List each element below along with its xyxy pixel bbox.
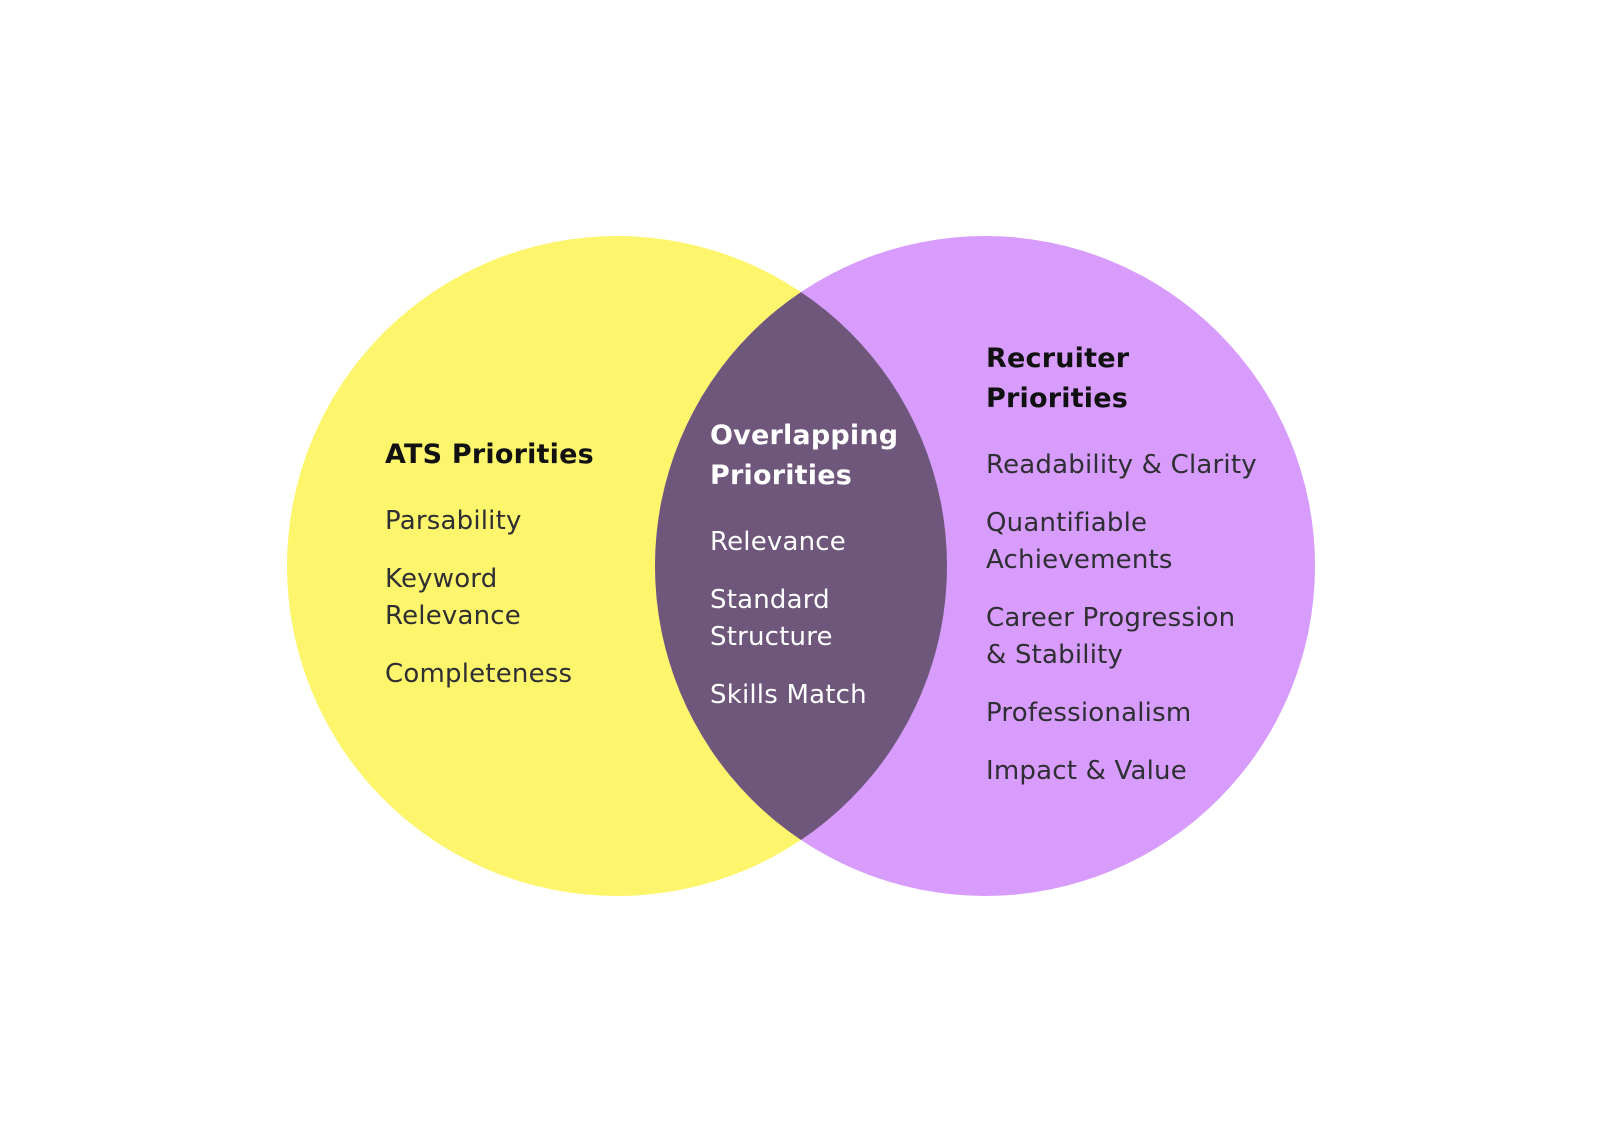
ats-priorities-list: Parsability Keyword Relevance Completene… [385, 503, 615, 693]
list-item: Professionalism [986, 698, 1192, 728]
list-item: Keyword Relevance [385, 564, 522, 631]
recruiter-priorities-list: Readability & Clarity Quantifiable Achie… [986, 447, 1276, 790]
list-item: Impact & Value [986, 756, 1187, 786]
ats-priorities-group: ATS Priorities Parsability Keyword Relev… [385, 435, 615, 693]
list-item: Readability & Clarity [986, 450, 1257, 480]
overlap-lens [655, 236, 947, 896]
list-item: Standard Structure [710, 585, 833, 652]
recruiter-priorities-group: Recruiter Priorities Readability & Clari… [986, 339, 1276, 790]
list-item: Career Progression & Stability [986, 603, 1236, 670]
overlapping-priorities-group: Overlapping Priorities Relevance Standar… [710, 416, 940, 714]
recruiter-priorities-title: Recruiter Priorities [986, 343, 1130, 414]
list-item: Parsability [385, 506, 522, 536]
overlapping-priorities-list: Relevance Standard Structure Skills Matc… [710, 524, 940, 714]
list-item: Skills Match [710, 680, 867, 710]
ats-priorities-title: ATS Priorities [385, 439, 594, 470]
list-item: Relevance [710, 527, 847, 557]
list-item: Completeness [385, 659, 573, 689]
overlapping-priorities-title: Overlapping Priorities [710, 420, 899, 491]
list-item: Quantifiable Achievements [986, 508, 1173, 575]
